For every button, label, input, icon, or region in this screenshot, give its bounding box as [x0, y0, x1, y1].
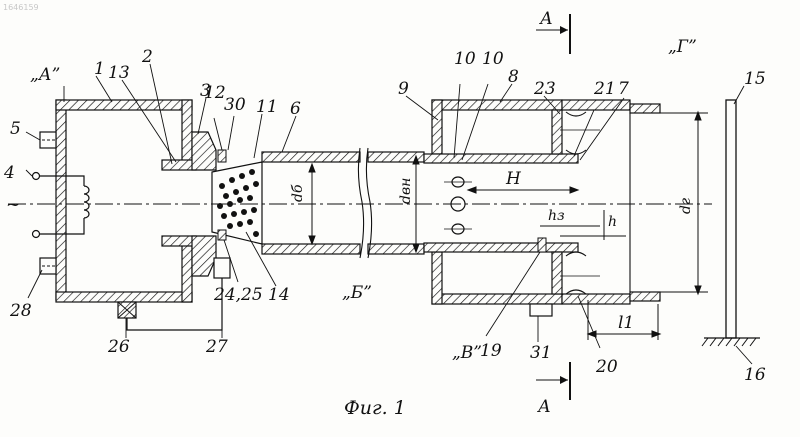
sensor-26 — [118, 278, 222, 330]
sensor-31 — [530, 304, 552, 316]
callout-26: 26 — [107, 337, 130, 357]
callout-2: 2 — [141, 47, 153, 67]
perforated-inner-tube — [424, 154, 578, 252]
callout-27: 27 — [205, 337, 228, 357]
zone-g-label: „Г” — [668, 37, 697, 57]
inlet-nozzle — [162, 160, 196, 246]
callout-21: 21 — [593, 79, 616, 99]
outer-ring-g — [630, 104, 660, 301]
callout-31: 31 — [530, 343, 552, 363]
element-30 — [218, 150, 226, 162]
callout-7: 7 — [618, 79, 629, 99]
ac-symbol: ~ — [6, 195, 20, 215]
callout-4: 4 — [3, 163, 15, 183]
port-28 — [40, 258, 56, 274]
callout-24-25: 24,25 — [213, 285, 263, 305]
callout-19: 19 — [480, 341, 502, 361]
port-5 — [40, 132, 56, 148]
callout-16: 16 — [744, 365, 766, 385]
callout-10b: 10 — [482, 49, 504, 69]
dim-d-g: dг — [678, 198, 694, 214]
dim-h: h — [608, 214, 617, 230]
callout-11: 11 — [256, 97, 278, 117]
dim-d-vn: dвн — [398, 178, 414, 204]
callout-9: 9 — [398, 79, 409, 99]
callout-14: 14 — [268, 285, 290, 305]
callout-23: 23 — [533, 79, 556, 99]
callout-20: 20 — [595, 357, 618, 377]
zone-b-label: „Б” — [342, 283, 372, 303]
zone-v-label: „В” — [452, 343, 482, 363]
target-plate-15 — [702, 100, 760, 346]
dim-d-b: dб — [290, 184, 306, 202]
callout-1: 1 — [94, 59, 105, 79]
sensor-27 — [214, 258, 230, 278]
element-24-25 — [218, 230, 226, 240]
figure-caption: Фиг. 1 — [344, 397, 406, 419]
nozzle-ring — [552, 100, 630, 304]
chamber-a-housing — [56, 100, 192, 302]
callout-5: 5 — [10, 119, 21, 139]
patent-number-watermark: 1646159 — [3, 3, 39, 12]
callout-12: 12 — [204, 83, 226, 103]
callout-10a: 10 — [454, 49, 476, 69]
callout-8: 8 — [508, 67, 519, 87]
section-mark-bottom: А — [537, 397, 551, 417]
callout-28: 28 — [9, 301, 32, 321]
dimension-lines — [309, 112, 708, 340]
dim-l-1: l1 — [618, 313, 634, 333]
callout-13: 13 — [108, 63, 130, 83]
callout-15: 15 — [744, 69, 766, 89]
zone-a-label: „А” — [30, 65, 60, 85]
dim-H: H — [505, 169, 522, 189]
callout-6: 6 — [290, 99, 301, 119]
callout-30: 30 — [224, 95, 246, 115]
element-19 — [538, 238, 546, 252]
section-mark-top: А — [539, 9, 553, 29]
dim-h-z: hз — [548, 208, 565, 224]
